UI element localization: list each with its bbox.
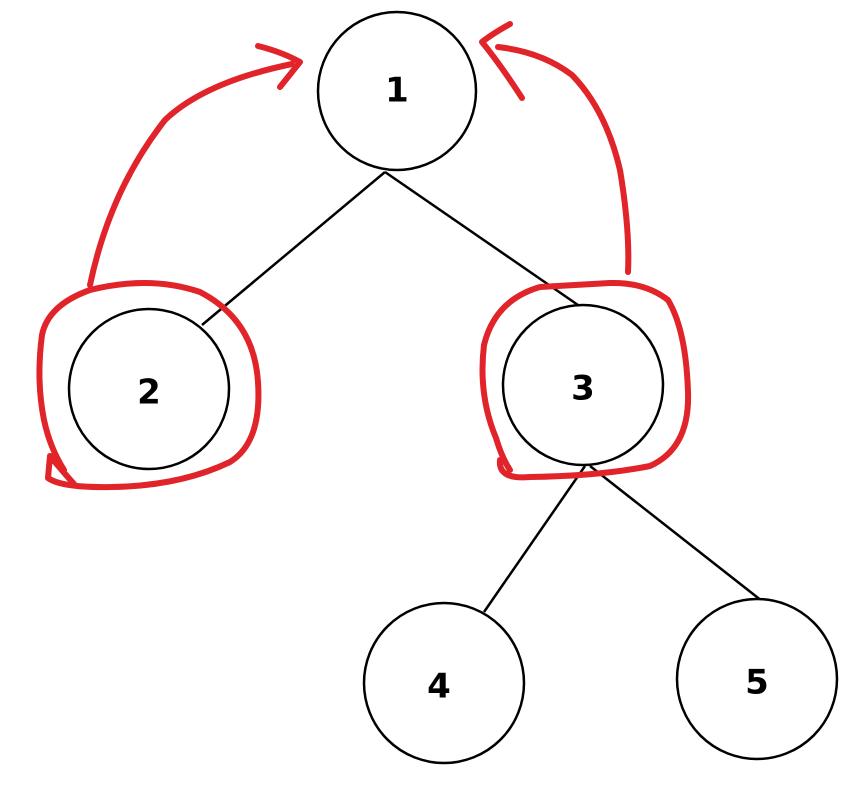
node-4-label: 4 (427, 667, 451, 707)
node-5: 5 (675, 597, 839, 761)
highlight-circle-node-2 (36, 279, 262, 491)
arrow-node-2-to-node-1 (87, 61, 295, 288)
node-5-label: 5 (745, 663, 769, 703)
node-3: 3 (501, 303, 665, 467)
node-1-label: 1 (385, 71, 409, 111)
node-4-circle (362, 601, 526, 765)
arrowhead-node-2-to-node-1 (255, 43, 303, 90)
node-2-label: 2 (137, 373, 161, 413)
tree-edges (201, 170, 763, 613)
highlight-circle-node-3 (479, 279, 692, 481)
node-2: 2 (67, 307, 231, 471)
node-4: 4 (362, 601, 526, 765)
node-3-label: 3 (571, 369, 595, 409)
arrow-node-3-to-node-1 (495, 44, 632, 275)
node-5-circle (675, 597, 839, 761)
edge-1-3 (384, 170, 579, 307)
node-1: 1 (316, 10, 478, 172)
edge-1-2 (201, 171, 386, 326)
node-3-circle (501, 303, 665, 467)
edge-3-4 (482, 465, 587, 613)
annotations (36, 21, 692, 491)
node-1-circle (316, 10, 478, 172)
node-2-circle (67, 307, 231, 471)
arrowhead-node-3-to-node-1 (479, 21, 525, 101)
edge-3-5 (589, 465, 763, 602)
